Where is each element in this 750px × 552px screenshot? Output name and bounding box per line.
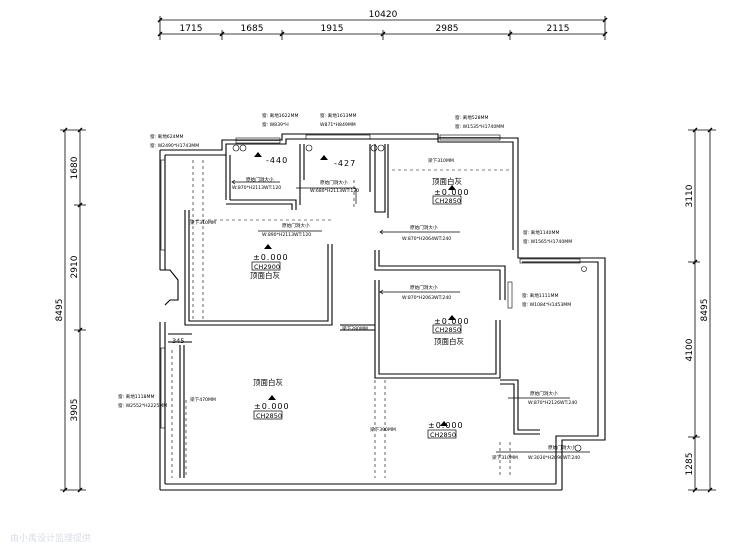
window-3-size: W871*H849MM	[320, 122, 356, 128]
door-1-size: W:870*H2113WT:120	[232, 185, 281, 191]
top-dim-5: 2115	[547, 24, 570, 34]
door-7-size: W:3030*H2090WT:240	[528, 455, 580, 461]
window-1-size: 窗: W2490*H1743MM	[150, 142, 199, 149]
ceiling-height-1: CH2850	[435, 197, 461, 205]
door-4-title: 原始门洞大小	[410, 224, 438, 231]
beam-label-5: 梁下390MM	[370, 426, 396, 433]
fixtures	[232, 144, 587, 452]
left-total-dim: 8495	[55, 299, 65, 322]
left-dim-3: 3905	[70, 399, 80, 422]
door-5-title: 原始门洞大小	[410, 284, 438, 291]
level-label-1: -440	[266, 156, 288, 165]
small-dimension: 345	[172, 337, 184, 345]
window-marks	[160, 134, 581, 429]
level-markers	[254, 152, 456, 426]
outer-walls	[159, 133, 606, 491]
window-7-size: 窗: W2552*H2225MM	[118, 402, 167, 409]
door-2-title: 原始门洞大小	[320, 179, 348, 186]
level-label-2: -427	[334, 159, 356, 168]
ceiling-finish-bedroom-ne: 顶面白灰	[432, 176, 462, 186]
door-5-size: W:870*H2063WT:240	[402, 295, 451, 301]
ceiling-height-4: CH2850	[256, 412, 282, 420]
top-dim-2: 1685	[241, 24, 264, 34]
top-dim-1: 1715	[180, 24, 203, 34]
door-6-title: 原始门洞大小	[530, 390, 558, 397]
window-1-height: 窗: 离地624MM	[150, 133, 184, 140]
beam-label-3: 梁下280MM	[342, 325, 368, 332]
watermark: 由小禹设计监理提供	[10, 534, 92, 544]
door-6-size: W:870*H2126WT:240	[528, 400, 577, 406]
level-label-4: ±0.000	[253, 253, 289, 262]
left-dim-1: 1680	[70, 156, 80, 179]
beam-label-2: 梁下310MM	[428, 157, 454, 164]
window-7-height: 窗: 离地1118MM	[118, 393, 154, 400]
interior-walls	[168, 144, 506, 478]
door-3-title: 原始门洞大小	[282, 222, 310, 229]
level-label-7: ±0.000	[428, 421, 464, 430]
level-label-6: ±0.000	[254, 402, 290, 411]
door-1-title: 原始门洞大小	[246, 176, 274, 183]
ceiling-height-boxes	[251, 195, 462, 439]
door-4-size: W:870*H2064WT:240	[402, 236, 451, 242]
ceiling-height-2: CH2900	[254, 263, 280, 271]
left-dimension-chain	[60, 127, 86, 493]
window-3-height: 窗: 离地1613MM	[320, 112, 356, 119]
window-4-height: 窗: 离地528MM	[455, 114, 489, 121]
door-7-title: 原始门洞大小	[548, 444, 576, 451]
door-2-size: W:680*H2113WT:120	[310, 188, 359, 194]
window-2-height: 窗: 离地1622MM	[262, 112, 298, 119]
top-dimension-chain	[157, 16, 608, 40]
beam-label-4: 梁下470MM	[190, 396, 216, 403]
beam-lines	[171, 160, 511, 478]
ceiling-finish-living: 顶面白灰	[250, 270, 280, 280]
right-dim-1: 3110	[685, 184, 695, 207]
ceiling-height-3: CH2850	[435, 326, 461, 334]
window-6-size: 窗: W1084*H1453MM	[522, 301, 571, 308]
right-dim-3: 1285	[685, 453, 695, 476]
ceiling-finish-bedroom-mid: 顶面白灰	[434, 336, 464, 346]
top-dim-3: 1915	[321, 24, 344, 34]
window-2-size: 窗: W839*H	[262, 121, 289, 128]
level-label-5: ±0.000	[434, 317, 470, 326]
left-dim-2: 2910	[70, 255, 80, 278]
right-dim-2: 4100	[685, 338, 695, 361]
top-dim-4: 2985	[436, 24, 459, 34]
ceiling-finish-dining: 顶面白灰	[253, 377, 283, 387]
right-dimension-chain	[688, 127, 716, 493]
window-5-size: 窗: W1565*H1740MM	[523, 238, 572, 245]
top-total-dim: 10420	[369, 10, 398, 20]
door-3-size: W:890*H2113WT:120	[262, 232, 311, 238]
beam-label-6: 梁下310MM	[492, 454, 518, 461]
door-arrows	[231, 179, 590, 453]
window-5-height: 窗: 离地1140MM	[523, 229, 559, 236]
window-4-size: 窗: W1535*H1740MM	[455, 123, 504, 130]
right-total-dim: 8495	[700, 299, 710, 322]
level-label-3: ±0.000	[434, 188, 470, 197]
beam-label-1: 梁下310MM	[190, 219, 216, 226]
window-6-height: 窗: 离地1111MM	[522, 292, 558, 299]
ceiling-height-5: CH2850	[430, 431, 456, 439]
